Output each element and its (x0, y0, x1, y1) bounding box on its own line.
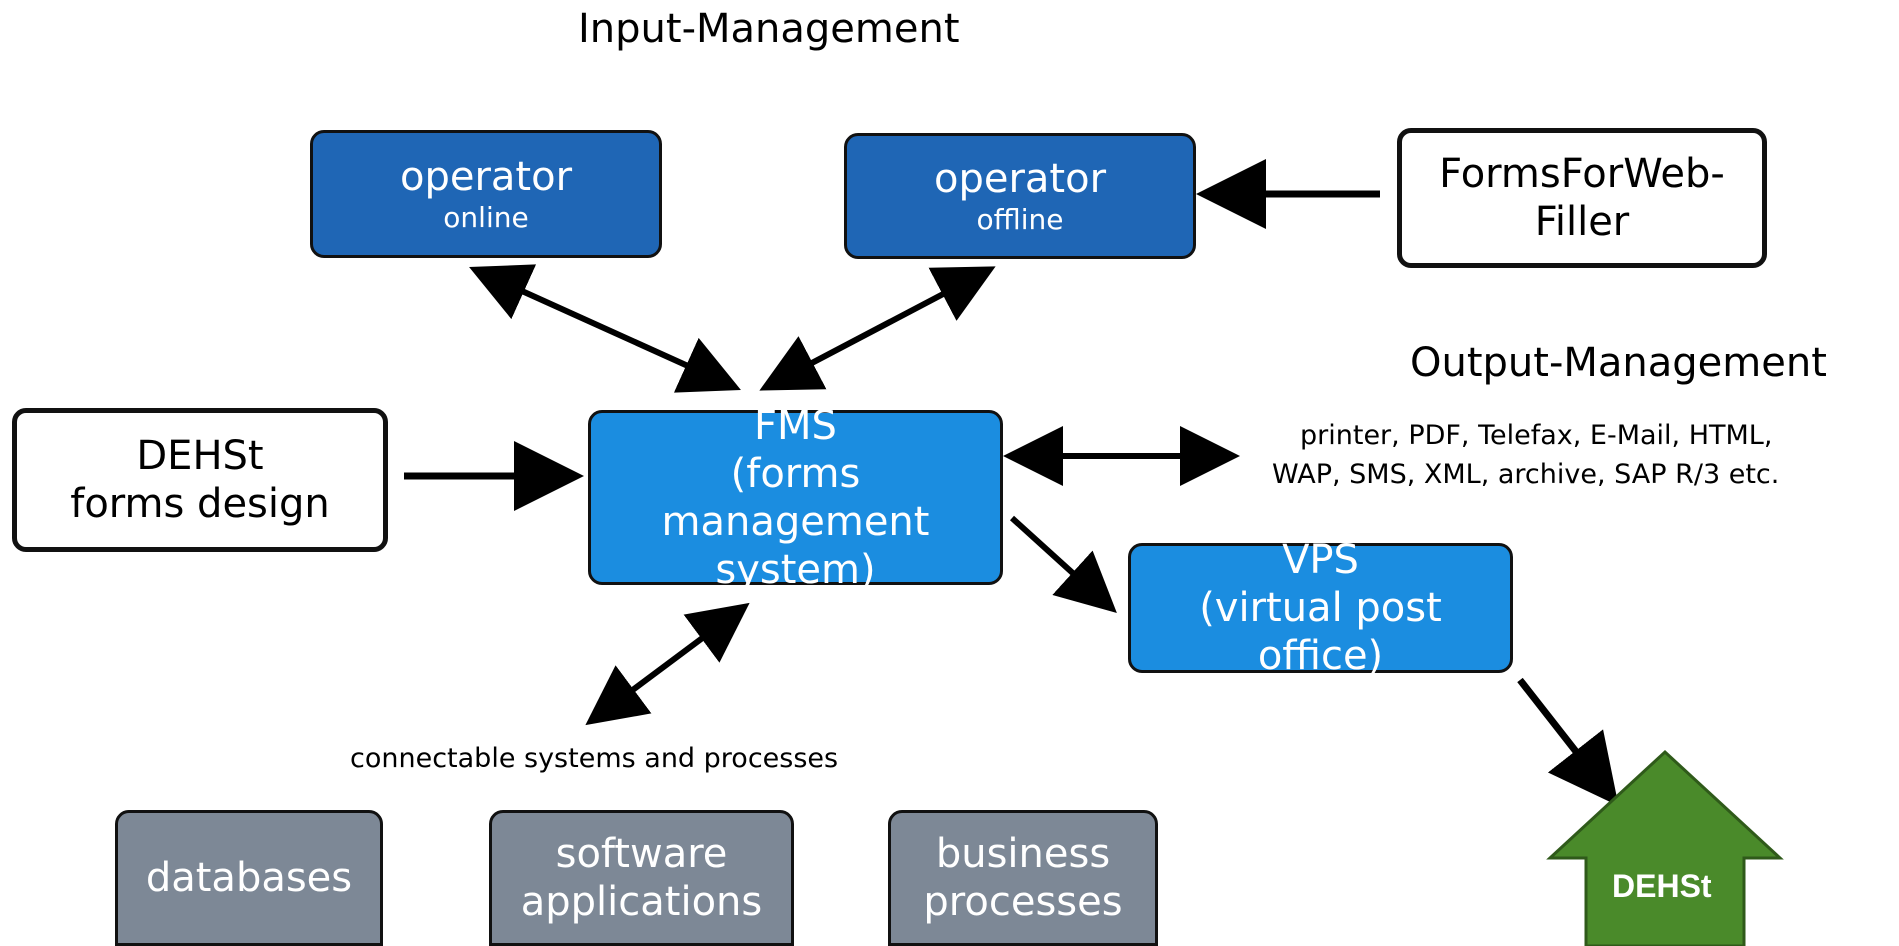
arrow-online-fms (469, 264, 741, 393)
fms-line2: (forms management (661, 450, 930, 545)
software-line1: software (555, 831, 728, 877)
vps-line1: VPS (1282, 537, 1359, 583)
business-processes-node: business processes (888, 810, 1158, 946)
dehst-design-line2: forms design (70, 481, 330, 527)
arrow-vps-dehst (1517, 677, 1619, 807)
dehst-forms-design-node: DEHSt forms design (12, 408, 388, 552)
dehst-design-line1: DEHSt (136, 433, 264, 479)
operator-offline-title: operator (933, 156, 1107, 203)
arrow-fms-systems (585, 602, 750, 726)
output-management-heading: Output-Management (1410, 340, 1827, 386)
output-targets-line2: WAP, SMS, XML, archive, SAP R/3 etc. (1272, 459, 1780, 490)
databases-label: databases (145, 855, 353, 901)
dehst-house-label: DEHSt (1612, 868, 1712, 904)
business-line2: processes (923, 879, 1123, 925)
operator-online-sub: online (443, 201, 529, 235)
connectable-caption: connectable systems and processes (350, 743, 839, 774)
input-management-heading: Input-Management (578, 6, 960, 52)
output-targets-line1: printer, PDF, Telefax, E-Mail, HTML, (1300, 420, 1773, 451)
fms-line3: system) (715, 546, 876, 593)
vps-node: VPS (virtual post office) (1128, 537, 1513, 679)
software-applications-node: software applications (489, 810, 794, 946)
fms-line1: FMS (754, 402, 837, 449)
fms-node: FMS (forms management system) (588, 403, 1003, 593)
arrow-offline-fms (759, 266, 996, 391)
formsforweb-line2: Filler (1534, 199, 1630, 245)
vps-line2: (virtual post office) (1199, 585, 1442, 679)
operator-online-node: operator online (310, 130, 662, 258)
formsforweb-line1: FormsForWeb- (1439, 151, 1725, 197)
databases-node: databases (115, 810, 383, 946)
operator-offline-sub: offline (976, 203, 1064, 237)
software-line2: applications (520, 879, 763, 925)
arrow-fms-vps (1009, 515, 1117, 614)
dehst-house-shape (1546, 749, 1784, 946)
formsforweb-filler-node: FormsForWeb- Filler (1397, 128, 1767, 268)
operator-offline-node: operator offline (844, 133, 1196, 259)
operator-online-title: operator (399, 154, 573, 201)
business-line1: business (935, 831, 1111, 877)
